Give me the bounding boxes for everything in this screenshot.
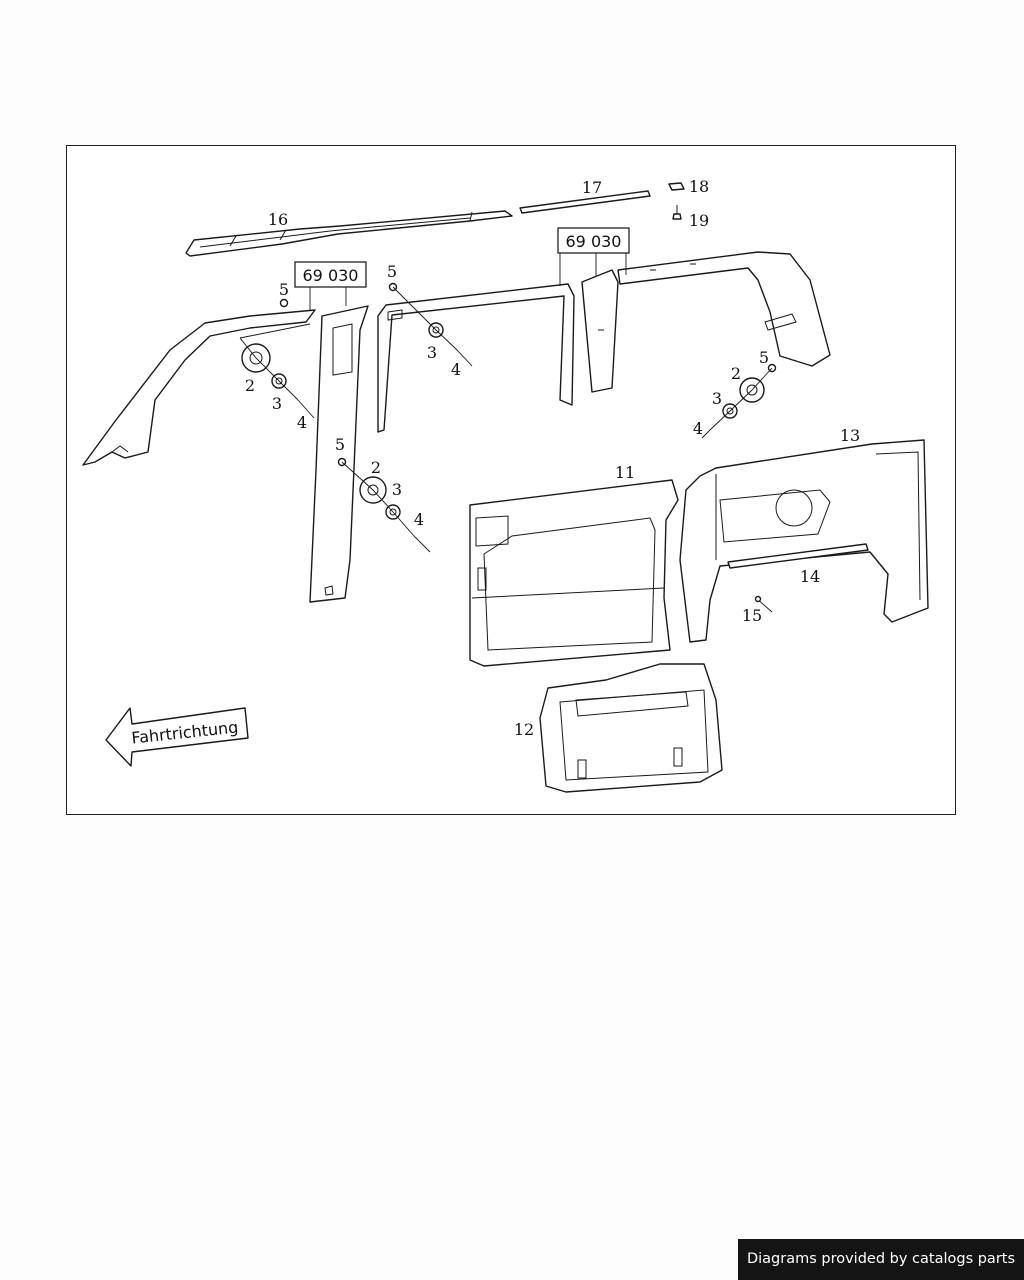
direction-arrow: Fahrtrichtung: [105, 707, 249, 767]
ref-box-middle-label: 69 030: [566, 232, 622, 251]
callout-4-d: 4: [693, 419, 703, 438]
callout-5-b: 5: [335, 435, 345, 454]
part-14-sill-strip: [727, 543, 869, 569]
door-frame-trim: [377, 283, 575, 433]
callout-17: 17: [582, 178, 602, 197]
c-pillar-trim: [581, 269, 619, 393]
fastener-set-d: [701, 363, 777, 439]
a-pillar-trim: [82, 309, 316, 466]
ref-box-left-label: 69 030: [303, 266, 359, 285]
part-18-clip: [668, 182, 685, 191]
callout-2-a: 2: [245, 376, 255, 395]
callout-2-d: 2: [731, 364, 741, 383]
b-pillar-trim: [309, 305, 369, 603]
callout-2-b: 2: [371, 458, 381, 477]
part-16-roof-rail: [185, 210, 513, 257]
part-19-screw: [672, 205, 682, 220]
callout-3-c: 3: [427, 343, 437, 362]
rear-upper-trim: [617, 251, 831, 367]
callout-19: 19: [689, 211, 709, 230]
callout-11: 11: [615, 463, 635, 482]
callout-15: 15: [742, 606, 762, 625]
part-17-strip: [519, 190, 651, 214]
credit-banner: Diagrams provided by catalogs parts: [738, 1239, 1024, 1280]
part-15-screw: [754, 595, 773, 613]
callout-12: 12: [514, 720, 534, 739]
part-12-tray: [539, 663, 723, 793]
fastener-set-a: [239, 298, 315, 419]
fastener-set-b: [337, 457, 431, 553]
part-11-door-panel: [469, 479, 679, 667]
callout-3-a: 3: [272, 394, 282, 413]
callout-3-b: 3: [392, 480, 402, 499]
callout-16: 16: [268, 210, 288, 229]
callout-5-c: 5: [387, 262, 397, 281]
fastener-set-c: [388, 282, 473, 367]
callout-13: 13: [840, 426, 860, 445]
callout-3-d: 3: [712, 389, 722, 408]
callout-5-d: 5: [759, 348, 769, 367]
callout-4-c: 4: [451, 360, 461, 379]
callout-5-a: 5: [279, 280, 289, 299]
callout-18: 18: [689, 177, 709, 196]
callout-4-a: 4: [297, 413, 307, 432]
callout-4-b: 4: [414, 510, 424, 529]
arrow-left-icon: [105, 707, 249, 767]
callout-labels: 16 17 18 19 5 2 3 4 5 2 3 4 5 3 4 2 5 3 …: [245, 177, 860, 739]
callout-14: 14: [800, 567, 820, 586]
ref-box-middle: 69 030: [557, 227, 630, 286]
part-13-rear-side-panel: [679, 439, 929, 643]
ref-box-left: 69 030: [294, 261, 367, 310]
